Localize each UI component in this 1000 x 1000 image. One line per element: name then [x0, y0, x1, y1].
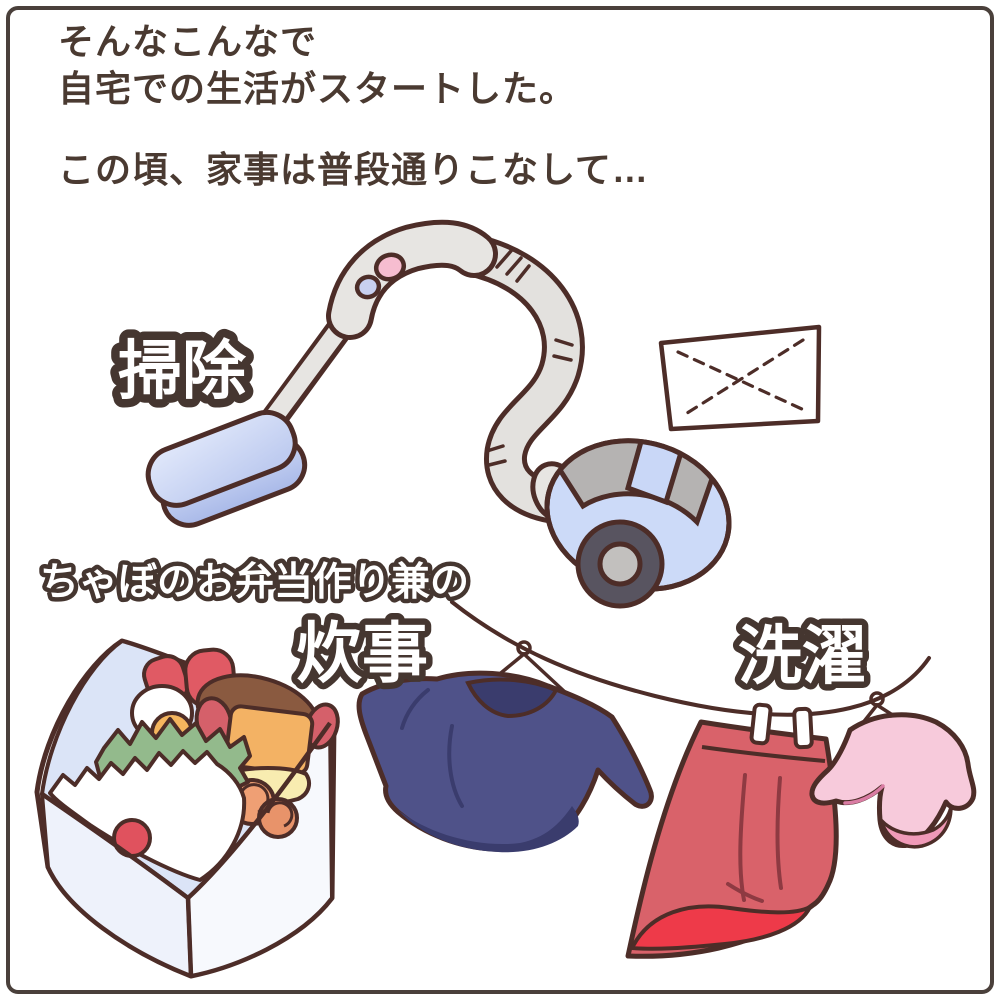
red-skirt: [625, 719, 839, 959]
skirt-folds: [726, 773, 783, 903]
handle-button-pink: [373, 252, 407, 282]
dust-cloth: [658, 324, 822, 432]
pink-shirt-hem-shade: [879, 806, 953, 849]
handle-button-blue: [354, 274, 382, 300]
vacuum-handle: [326, 219, 498, 340]
narration-block-1: そんなこんなで 自宅での生活がスタートした。: [58, 18, 576, 112]
red-skirt-group: [625, 702, 839, 959]
stitch-lines: [676, 338, 806, 417]
navy-shirt-fold: [447, 724, 464, 808]
clothespin-2: [792, 706, 814, 750]
skirt-lining: [628, 902, 815, 951]
clothespin-1: [749, 702, 773, 746]
pink-shirt-group: [809, 691, 977, 849]
rim-front-edge: [40, 721, 332, 901]
cooking-label: 炊事: [296, 616, 428, 690]
narration-line-1: そんなこんなで: [58, 21, 318, 62]
navy-shirt-shoulder-fold: [400, 688, 430, 730]
vacuum-hose: [450, 233, 585, 525]
pink-shirt: [809, 712, 977, 849]
vacuum-head: [145, 409, 308, 528]
box-corner-seam: [185, 897, 194, 977]
vacuum-canister: [530, 424, 732, 609]
narration-block-2: この頃、家事は普段通りこなして…: [58, 146, 649, 193]
laundry-label: 洗濯: [738, 620, 866, 692]
hose-texture-marks: [485, 249, 574, 467]
bento-caption-label: ちゃぼのお弁当作り兼の: [40, 561, 469, 604]
narration-line-2: 自宅での生活がスタートした。: [58, 68, 577, 109]
navy-shirt-hem-shade: [398, 806, 579, 853]
navy-shirt-neckline: [465, 677, 559, 719]
bento-box-group: [34, 638, 340, 979]
narration-line-3: この頃、家事は普段通りこなして…: [58, 149, 649, 190]
navy-shirt-group: [356, 640, 654, 853]
pink-shirt-fold: [843, 784, 885, 805]
cleaning-label: 掃除: [118, 335, 247, 407]
vacuum-cleaner-group: [145, 219, 732, 609]
wheel-hub: [597, 541, 643, 587]
skirt-waist-seam: [701, 745, 826, 763]
